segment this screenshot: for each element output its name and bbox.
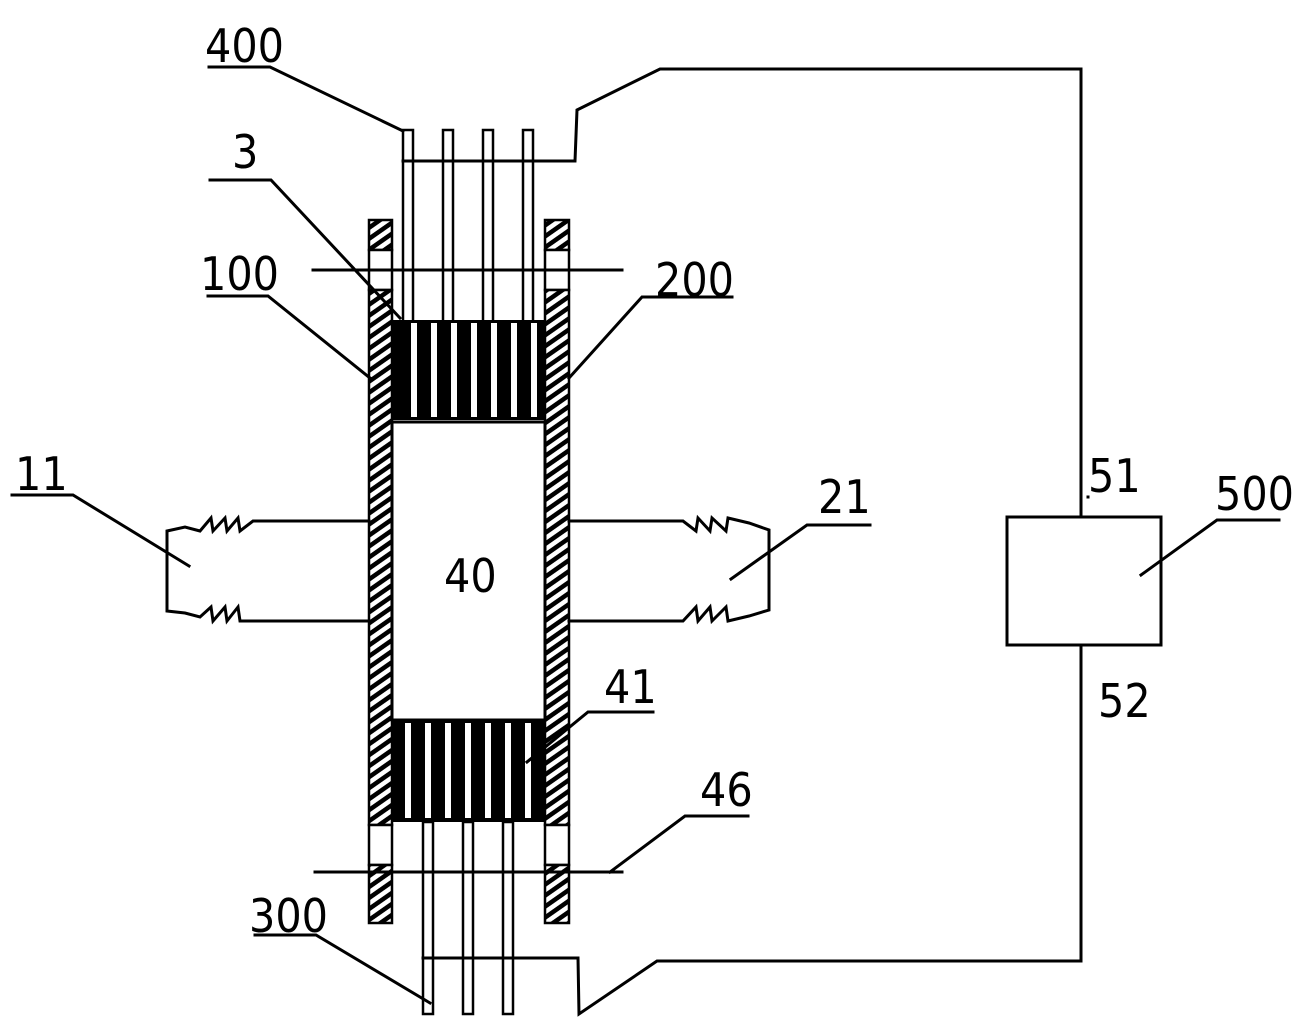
leader-lines	[10, 65, 1281, 1006]
lower-electrode-rods	[421, 820, 515, 1016]
upper-sealing-plug	[392, 320, 545, 420]
right-wall	[543, 218, 571, 925]
control-box	[1005, 515, 1163, 647]
label-51: 51	[1088, 449, 1141, 503]
left-wall	[367, 218, 394, 925]
upper-electrode-rods	[401, 128, 535, 324]
label-40: 40	[444, 549, 497, 603]
lower-sealing-plug	[392, 720, 545, 822]
label-200: 200	[655, 253, 734, 307]
label-41: 41	[604, 660, 657, 714]
label-100: 100	[200, 247, 279, 301]
label-3: 3	[232, 125, 258, 179]
label-21: 21	[818, 470, 871, 524]
label-500: 500	[1215, 467, 1294, 521]
central-chamber	[390, 420, 547, 722]
label-52: 52	[1098, 674, 1151, 728]
right-threaded-port	[567, 514, 771, 625]
label-46: 46	[700, 763, 753, 817]
left-threaded-port	[165, 514, 371, 625]
upper-wire	[401, 67, 1083, 519]
label-300: 300	[249, 889, 328, 943]
label-400: 400	[205, 19, 284, 73]
lower-wire	[421, 643, 1083, 1017]
label-11: 11	[15, 447, 68, 501]
